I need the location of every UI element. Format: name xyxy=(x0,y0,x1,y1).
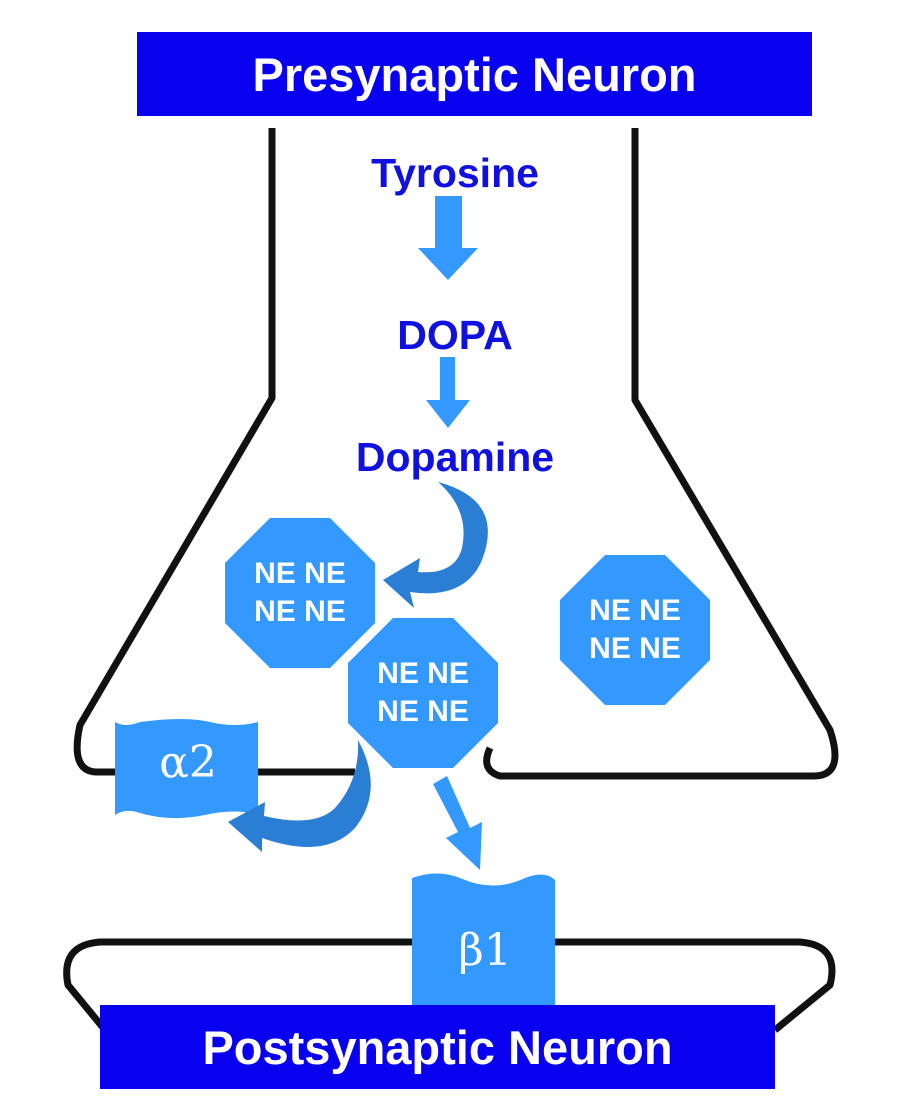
arrow-dopamine-to-vesicle xyxy=(383,482,488,608)
beta1-receptor xyxy=(412,873,555,1019)
alpha2-receptor-label: α2 xyxy=(159,737,217,788)
presynaptic-membrane-left xyxy=(73,128,276,776)
postsynaptic-membrane xyxy=(63,938,412,1033)
tyrosine-label: Tyrosine xyxy=(371,150,539,196)
arrow-tyrosine-to-dopa xyxy=(418,196,478,280)
alpha2-receptor xyxy=(115,719,258,819)
arrow-release-to-beta1 xyxy=(433,776,482,870)
vesicle-text: NE NE xyxy=(377,657,469,690)
postsynaptic-neuron-label: Postsynaptic Neuron xyxy=(100,1005,775,1089)
beta1-receptor-label: β1 xyxy=(458,925,512,976)
dopa-label: DOPA xyxy=(397,312,513,358)
arrow-dopa-to-dopamine xyxy=(426,357,470,428)
dopamine-label: Dopamine xyxy=(355,434,555,480)
presynaptic-membrane-right xyxy=(483,128,839,780)
presynaptic-neuron-label: Presynaptic Neuron xyxy=(137,32,812,116)
postsynaptic-membrane-right xyxy=(555,938,836,1033)
vesicle-text: NE NE xyxy=(377,695,469,728)
vesicle-text: NE NE xyxy=(589,594,681,627)
ne-vesicle: NE NE NE NE xyxy=(348,618,498,768)
vesicle-text: NE NE xyxy=(254,557,346,590)
vesicle-text: NE NE xyxy=(254,595,346,628)
ne-vesicle: NE NE NE NE xyxy=(560,555,710,705)
arrow-feedback-to-alpha2 xyxy=(228,740,371,852)
vesicle-text: NE NE xyxy=(589,632,681,665)
ne-vesicle: NE NE NE NE xyxy=(225,518,375,668)
